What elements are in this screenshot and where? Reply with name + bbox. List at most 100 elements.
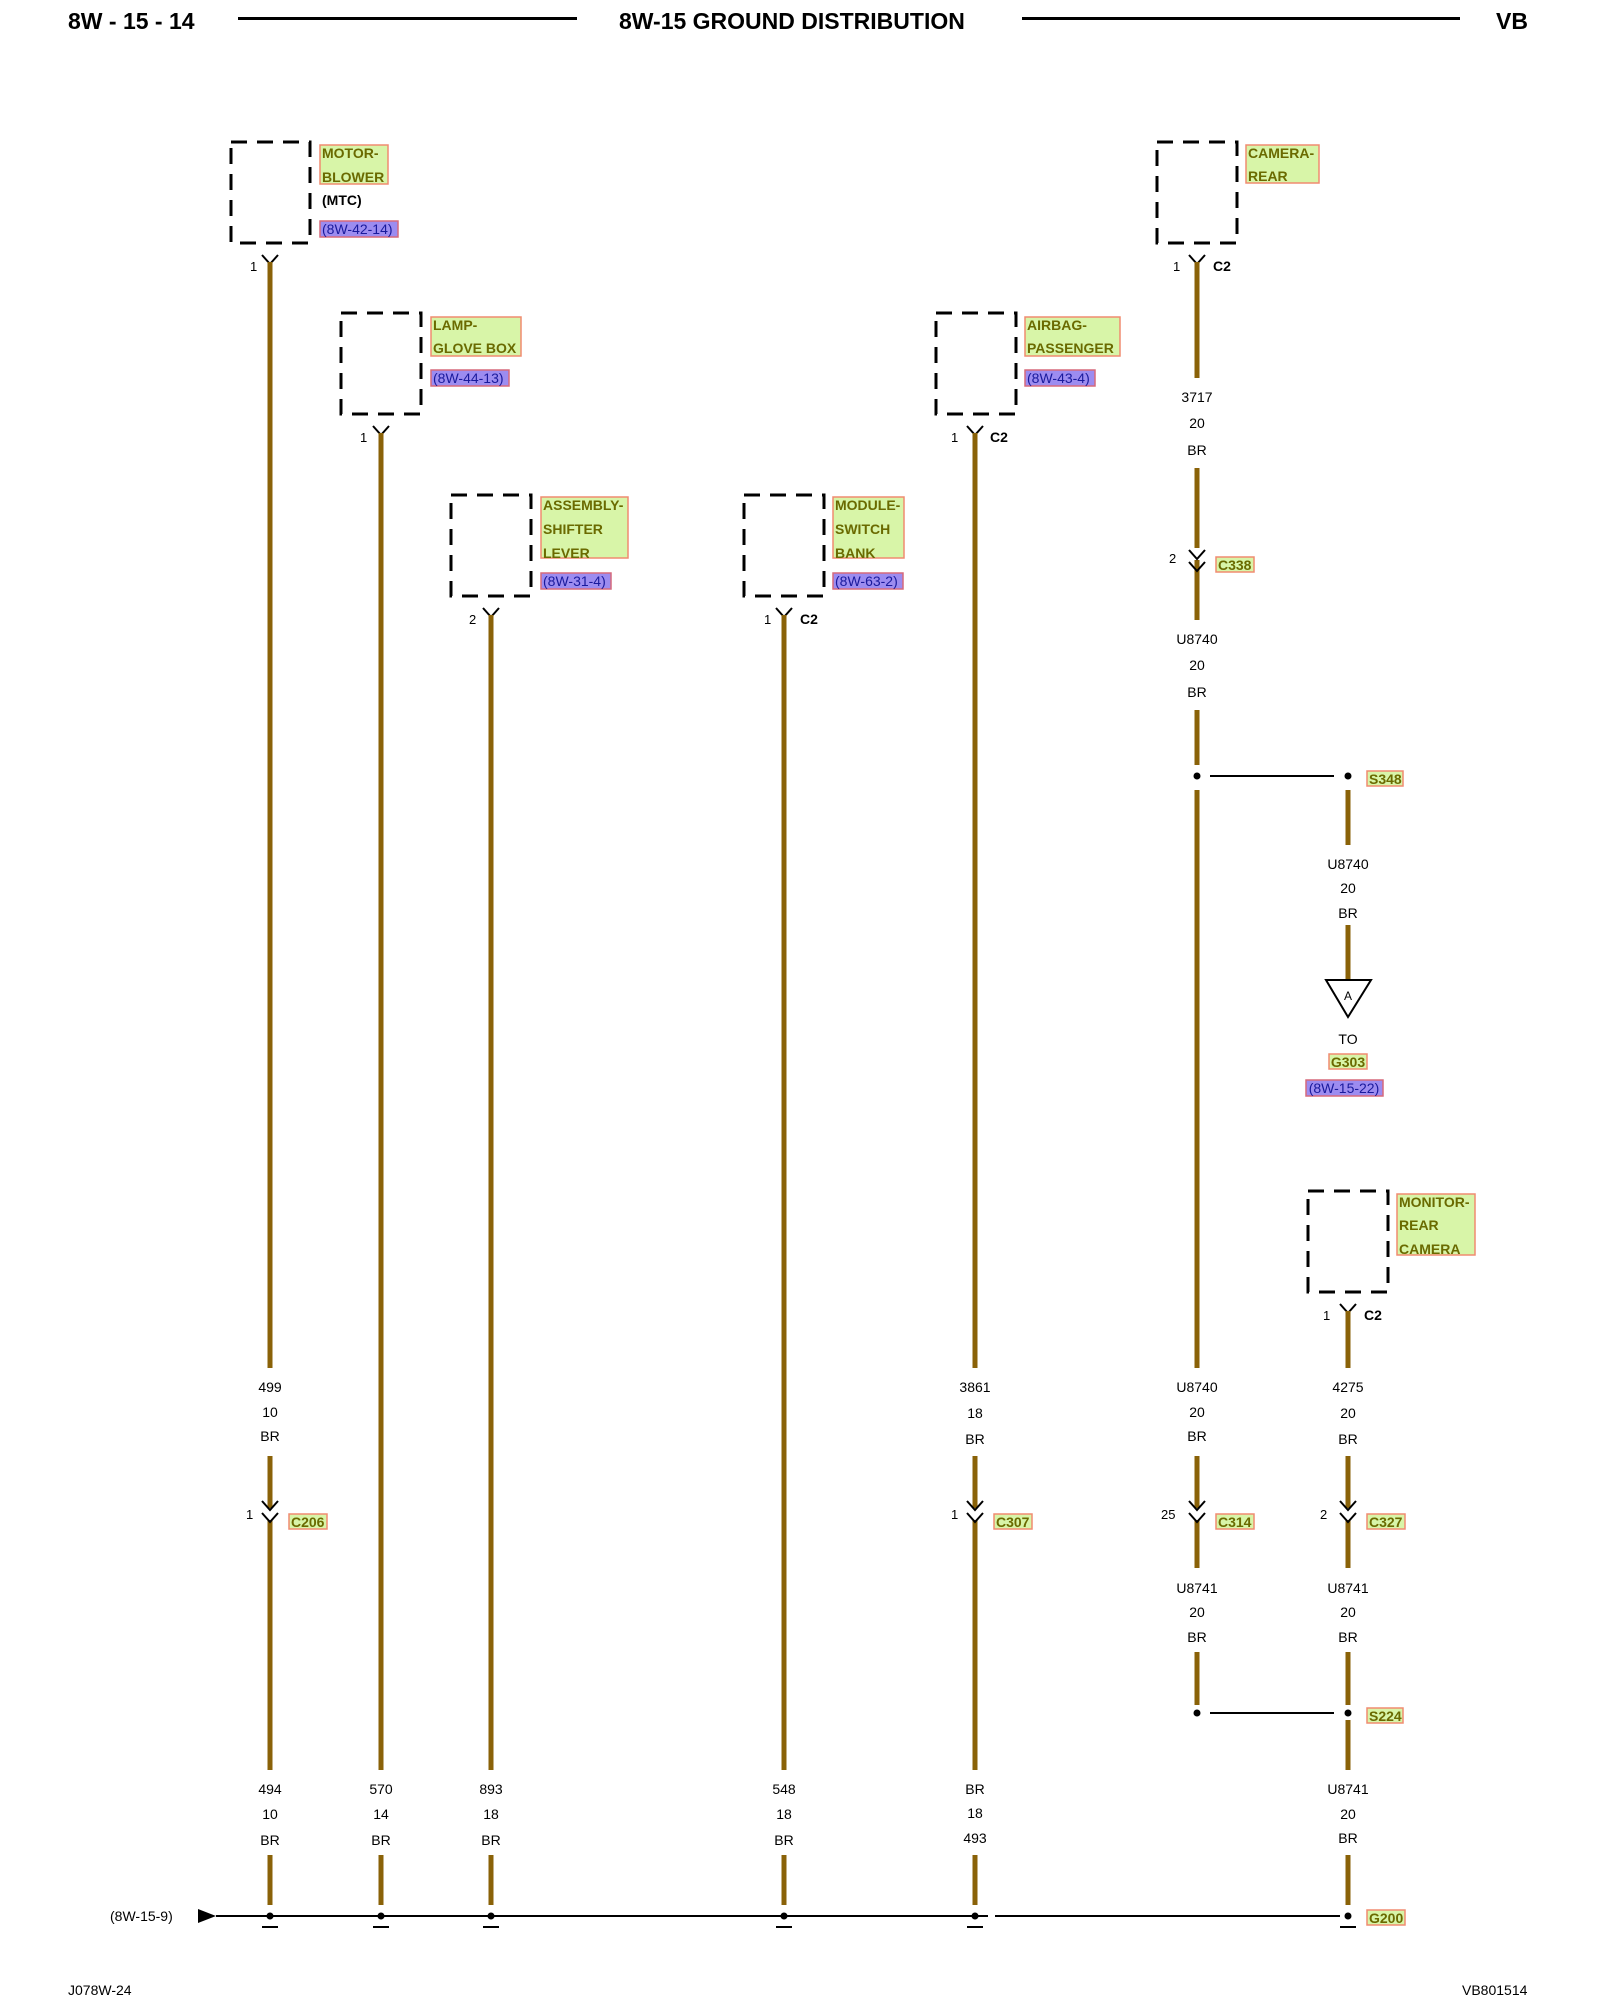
offpage-triangle	[1324, 979, 1373, 1019]
component-name-line: REAR	[1248, 168, 1288, 184]
component-ref-link[interactable]: (8W-43-4)	[1027, 370, 1090, 386]
offpage-marker: A	[1344, 989, 1352, 1003]
wire-gauge: 20	[1340, 1405, 1356, 1421]
component-ref-link[interactable]: (8W-63-2)	[835, 573, 898, 589]
label-highlight	[288, 1513, 328, 1530]
component-name-line: SWITCH	[835, 521, 890, 537]
component-box	[339, 311, 423, 416]
wire-color: BR	[965, 1781, 984, 1797]
inline-connector-symbol	[1339, 1500, 1357, 1524]
wire-color: BR	[260, 1832, 279, 1848]
bus-dot	[487, 1912, 495, 1920]
ground-bus-g200: (8W-15-9) G200	[110, 1908, 1406, 1928]
wire-circuit: 3717	[1181, 389, 1212, 405]
connector-id: C338	[1218, 557, 1252, 573]
splice-dot	[1193, 1709, 1201, 1717]
wire-circuit: 570	[369, 1781, 393, 1797]
inline-connector-symbol	[261, 1500, 279, 1524]
label-highlight	[319, 144, 389, 185]
label-highlight	[540, 496, 629, 559]
pin-number: 2	[1320, 1507, 1327, 1522]
component-ref-link[interactable]: (8W-42-14)	[322, 221, 393, 237]
ground-id: G200	[1369, 1910, 1403, 1926]
pin-number: 2	[469, 612, 476, 627]
pin-number: 1	[764, 612, 771, 627]
label-highlight	[993, 1513, 1033, 1530]
wire-circuit: U8741	[1327, 1580, 1368, 1596]
wire-group	[267, 262, 1351, 1905]
wire-circuit: 548	[772, 1781, 796, 1797]
wire-circuit: 493	[963, 1830, 987, 1846]
label-highlight	[1245, 144, 1320, 184]
label-highlight	[1024, 316, 1121, 357]
inline-connector-c327: 2 C327	[1320, 1500, 1406, 1530]
connector-id: C2	[800, 611, 818, 627]
ground-ref-link[interactable]: (8W-15-9)	[110, 1908, 173, 1924]
pin-number: 1	[951, 430, 958, 445]
ref-highlight	[319, 220, 399, 238]
component-box	[742, 493, 826, 598]
splice-id: S348	[1369, 771, 1402, 787]
label-highlight	[1366, 770, 1404, 787]
component-name-line: AIRBAG-	[1027, 317, 1087, 333]
wire-circuit: U8741	[1176, 1580, 1217, 1596]
ref-highlight	[540, 572, 612, 590]
offpage-connector: A TO G303 (8W-15-22)	[1305, 979, 1384, 1097]
component-ref-link[interactable]: (8W-31-4)	[543, 573, 606, 589]
wire-circuit: U8740	[1176, 1379, 1217, 1395]
wire-color: BR	[1338, 1431, 1357, 1447]
wire-circuit: 494	[258, 1781, 282, 1797]
wire-gauge: 20	[1340, 1604, 1356, 1620]
component-airbag-passenger: AIRBAG- PASSENGER (8W-43-4) 1 C2	[934, 311, 1121, 445]
wire-label: U8740 20 BR	[1176, 1379, 1217, 1444]
inline-connector-c206: 1 C206	[246, 1500, 328, 1530]
component-box	[449, 493, 533, 598]
component-name-line: SHIFTER	[543, 521, 603, 537]
bus-dot	[266, 1912, 274, 1920]
connector-id: C314	[1218, 1514, 1252, 1530]
component-name-line: MODULE-	[835, 497, 901, 513]
wire-circuit: 4275	[1332, 1379, 1363, 1395]
label-highlight	[1366, 1909, 1406, 1926]
inline-connector-c307: 1 C307	[951, 1500, 1033, 1530]
splice-dot	[1344, 772, 1352, 780]
connector-id: C2	[1364, 1307, 1382, 1323]
connector-id: C307	[996, 1514, 1030, 1530]
pin-number: 1	[246, 1507, 253, 1522]
component-name-line: MOTOR-	[322, 145, 379, 161]
bus-dot	[1344, 1912, 1352, 1920]
wire-label: 494 10 BR	[258, 1781, 282, 1848]
component-box	[1155, 140, 1239, 245]
wire-gauge: 18	[776, 1806, 792, 1822]
wire-color: BR	[481, 1832, 500, 1848]
wire-label: 493 18 BR	[963, 1781, 987, 1846]
wire-label: 3717 20 BR	[1181, 389, 1212, 458]
ref-highlight	[430, 369, 510, 387]
bus-dot	[780, 1912, 788, 1920]
component-name-line: CAMERA-	[1248, 145, 1314, 161]
pin-number: 1	[250, 259, 257, 274]
offpage-ref-link[interactable]: (8W-15-22)	[1309, 1080, 1380, 1096]
wire-label: 4275 20 BR	[1332, 1379, 1363, 1447]
component-ref-link[interactable]: (8W-44-13)	[433, 370, 504, 386]
component-lamp-glove-box: LAMP- GLOVE BOX (8W-44-13) 1	[339, 311, 522, 445]
component-camera-rear: CAMERA- REAR 1 C2	[1155, 140, 1320, 274]
wire-color: BR	[774, 1832, 793, 1848]
connector-id: C2	[1213, 258, 1231, 274]
connector-id: C2	[990, 429, 1008, 445]
label-highlight	[1215, 556, 1255, 573]
wire-label: U8740 20 BR	[1327, 856, 1368, 921]
wire-color: BR	[1187, 1428, 1206, 1444]
label-highlight	[1396, 1193, 1476, 1256]
pin-number: 1	[1323, 1308, 1330, 1323]
splice-dot	[1344, 1709, 1352, 1717]
wire-color: BR	[371, 1832, 390, 1848]
inline-connector-symbol	[1188, 549, 1206, 573]
wire-label-group: 499 10 BR 494 10 BR 570 14 BR 893 18 BR …	[258, 389, 1369, 1848]
wire-color: BR	[1338, 1830, 1357, 1846]
header-rule-right	[1022, 17, 1460, 20]
wire-label: 3861 18 BR	[959, 1379, 990, 1447]
wire-label: U8741 20 BR	[1176, 1580, 1217, 1645]
wire-color: BR	[1187, 1629, 1206, 1645]
